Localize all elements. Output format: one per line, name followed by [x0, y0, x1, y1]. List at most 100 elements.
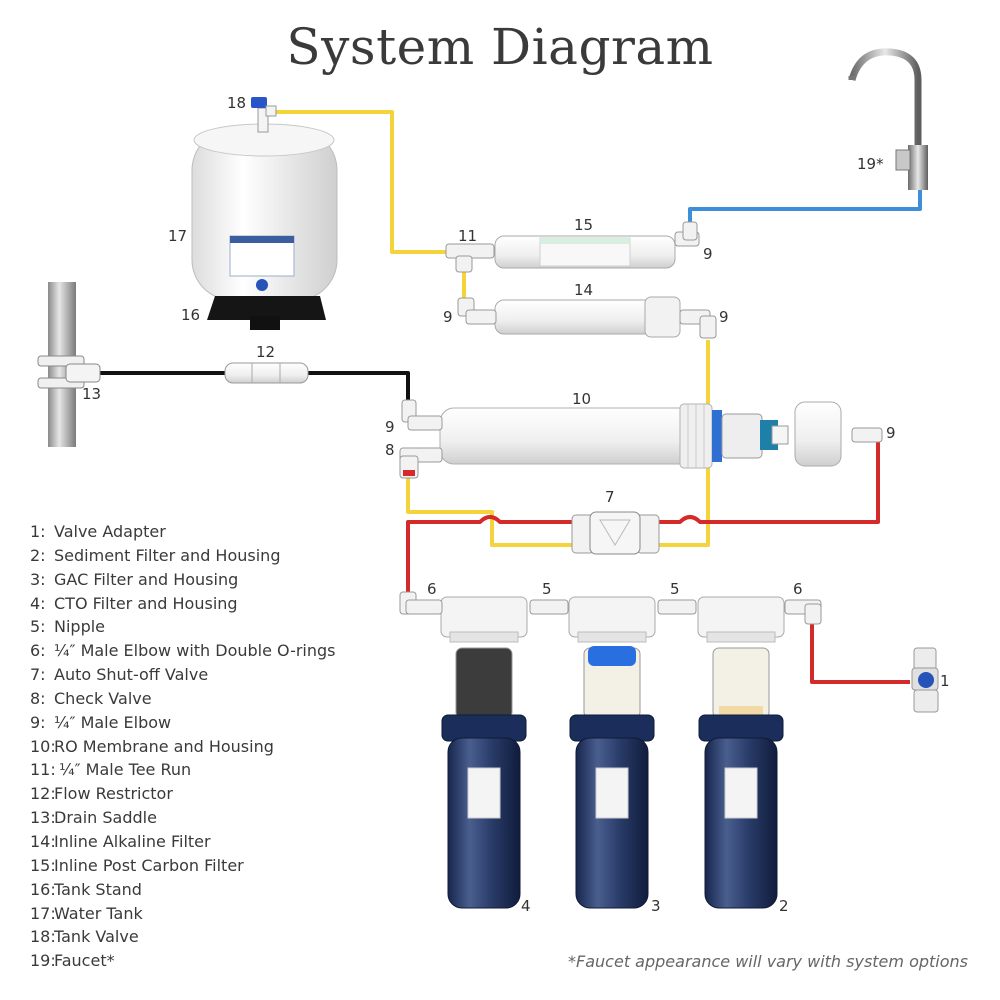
elbow-fitting: [457, 297, 497, 325]
legend-text: ¼″ Male Tee Run: [54, 760, 192, 780]
legend-text: ¼″ Male Elbow: [54, 712, 172, 732]
legend-text: Check Valve: [54, 688, 152, 708]
sediment-filter-housing: [697, 596, 785, 909]
elbow-fitting: [674, 221, 700, 247]
callout-3: 3: [651, 897, 661, 915]
legend-number: 2:: [30, 545, 46, 565]
callout-9-mem-left: 9: [385, 418, 395, 436]
tee-fitting: [445, 243, 495, 273]
legend-text: Sediment Filter and Housing: [54, 545, 281, 565]
callout-12: 12: [256, 343, 275, 361]
legend-number: 10:: [30, 736, 56, 756]
nipple-fitting: [529, 599, 569, 615]
legend-text: Inline Alkaline Filter: [54, 831, 211, 851]
legend-number: 19:: [30, 951, 56, 971]
callout-4: 4: [521, 897, 531, 915]
legend-item: 11: ¼″ Male Tee Run: [30, 758, 336, 782]
legend-number: 4:: [30, 593, 46, 613]
red-tube-6-adapter: [810, 615, 910, 684]
check-valve: [399, 447, 443, 479]
legend-number: 3:: [30, 569, 46, 589]
callout-11: 11: [458, 227, 477, 245]
inline-post-carbon-filter: [494, 235, 676, 269]
legend-text: Inline Post Carbon Filter: [54, 855, 244, 875]
legend-item: 6: ¼″ Male Elbow with Double O-rings: [30, 639, 336, 663]
legend-item: 3:GAC Filter and Housing: [30, 568, 336, 592]
legend-item: 16:Tank Stand: [30, 878, 336, 902]
legend-item: 5: Nipple: [30, 615, 336, 639]
callout-18: 18: [227, 94, 246, 112]
legend-number: 18:: [30, 927, 56, 947]
legend-number: 13:: [30, 808, 56, 828]
legend-text: CTO Filter and Housing: [54, 593, 238, 613]
cto-filter-housing: [440, 596, 528, 909]
page-title: System Diagram: [286, 18, 714, 76]
yellow-tube-tank: [270, 110, 446, 254]
legend-text: Tank Valve: [54, 927, 139, 947]
elbow-fitting: [851, 427, 883, 443]
callout-17: 17: [168, 227, 187, 245]
yellow-tube-check-shutoff: [406, 478, 578, 547]
legend-text: Nipple: [54, 617, 106, 637]
legend-number: 15:: [30, 855, 56, 875]
legend-text: ¼″ Male Elbow with Double O-rings: [54, 641, 336, 661]
callout-9-alk-right: 9: [719, 308, 729, 326]
callout-7: 7: [605, 488, 615, 506]
elbow-fitting: [679, 309, 717, 339]
legend-number: 8:: [30, 688, 46, 708]
legend-number: 1:: [30, 522, 46, 541]
elbow-fitting: [401, 399, 443, 431]
flow-restrictor: [224, 362, 309, 384]
legend-number: 5:: [30, 617, 46, 637]
callout-13: 13: [82, 385, 101, 403]
legend-number: 14:: [30, 831, 56, 851]
legend-number: 12:: [30, 784, 56, 804]
callout-9-alk-left: 9: [443, 308, 453, 326]
legend-item: 14:Inline Alkaline Filter: [30, 830, 336, 854]
legend-text: Drain Saddle: [54, 808, 157, 828]
legend-text: Tank Stand: [54, 879, 142, 899]
legend-item: 7: Auto Shut-off Valve: [30, 663, 336, 687]
legend-item: 15:Inline Post Carbon Filter: [30, 854, 336, 878]
callout-9-tee: 9: [703, 245, 713, 263]
nipple-fitting: [657, 599, 697, 615]
auto-shutoff-valve: [571, 511, 660, 555]
legend-text: Flow Restrictor: [54, 784, 173, 804]
drain-saddle: [37, 355, 101, 389]
legend-number: 6:: [30, 641, 46, 661]
legend-number: 17:: [30, 903, 56, 923]
legend-text: Auto Shut-off Valve: [54, 665, 209, 685]
tank-valve: [251, 97, 277, 133]
legend-item: 12:Flow Restrictor: [30, 782, 336, 806]
valve-adapter: [911, 647, 939, 713]
legend-item: 1:Valve Adapter: [30, 520, 336, 544]
legend-item: 8: Check Valve: [30, 687, 336, 711]
legend-number: 7:: [30, 665, 46, 685]
faucet-footnote: *Faucet appearance will vary with system…: [568, 952, 968, 971]
legend-item: 18:Tank Valve: [30, 925, 336, 949]
legend-item: 19:Faucet*: [30, 949, 336, 973]
faucet: [848, 48, 928, 190]
callout-16: 16: [181, 306, 200, 324]
legend-item: 10:RO Membrane and Housing: [30, 735, 336, 759]
callout-1: 1: [940, 672, 950, 690]
gac-filter-housing: [568, 596, 656, 909]
legend-text: Faucet*: [54, 951, 115, 971]
membrane-cap: [794, 401, 842, 467]
callout-6-left: 6: [427, 580, 437, 598]
legend-item: 9:¼″ Male Elbow: [30, 711, 336, 735]
callout-15: 15: [574, 216, 593, 234]
male-elbow-6: [784, 599, 822, 625]
callout-14: 14: [574, 281, 593, 299]
blue-tube-faucet: [688, 188, 922, 232]
legend-item: 17:Water Tank: [30, 902, 336, 926]
drain-tube-2: [308, 371, 410, 402]
callout-19: 19*: [857, 155, 884, 173]
callout-5-left: 5: [542, 580, 552, 598]
callout-8: 8: [385, 441, 395, 459]
callout-10: 10: [572, 390, 591, 408]
legend-number: 16:: [30, 879, 56, 899]
callout-6-right: 6: [793, 580, 803, 598]
